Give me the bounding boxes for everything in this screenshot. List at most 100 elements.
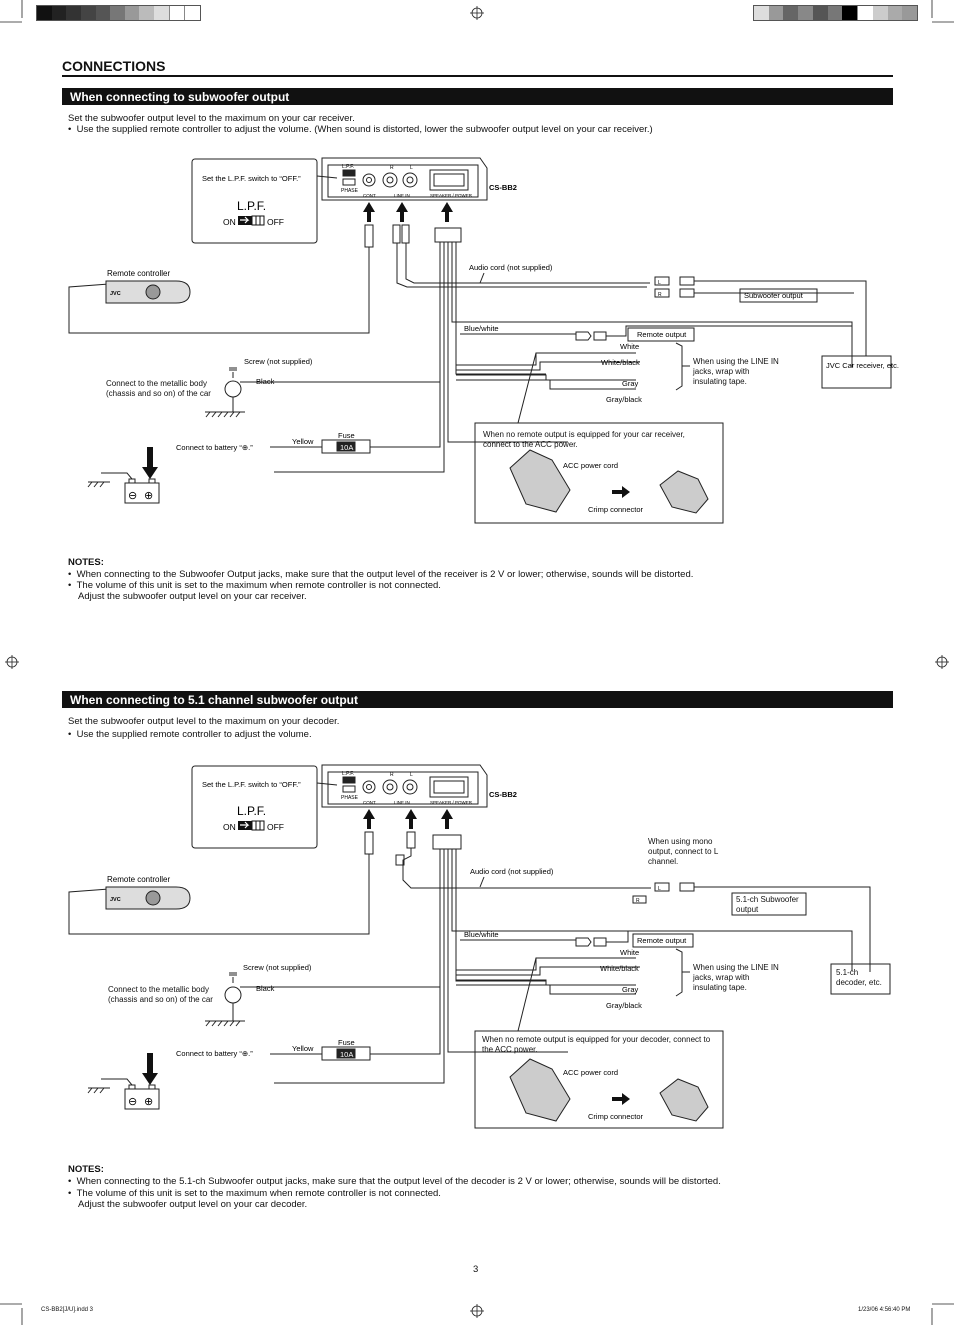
svg-text:White/black: White/black — [601, 358, 640, 367]
down-arrow-icon — [142, 1053, 158, 1085]
line-in-note: When using the LINE IN jacks, wrap with … — [693, 357, 779, 386]
svg-text:PHASE: PHASE — [341, 795, 359, 801]
svg-text:White/black: White/black — [600, 964, 639, 973]
color-bar-left — [36, 5, 201, 21]
svg-text:ON: ON — [223, 822, 236, 832]
title-rule — [62, 75, 893, 77]
svg-text:L: L — [658, 280, 661, 286]
line-in-note: When using the LINE IN jacks, wrap with … — [693, 963, 779, 992]
note-item: Adjust the subwoofer output level on you… — [78, 1199, 308, 1210]
svg-text:Crimp connector: Crimp connector — [588, 1112, 644, 1121]
svg-text:Gray: Gray — [622, 379, 639, 388]
svg-text:Remote controller: Remote controller — [107, 875, 170, 884]
svg-text:Set the L.P.F. switch to “OFF.: Set the L.P.F. switch to “OFF.” — [202, 780, 301, 789]
svg-text:⊖: ⊖ — [128, 1096, 137, 1108]
color-bar-right — [753, 5, 918, 21]
svg-text:R: R — [390, 772, 394, 778]
svg-text:Fuse: Fuse — [338, 1038, 355, 1047]
svg-text:ACC power cord: ACC power cord — [563, 461, 618, 470]
svg-text:L.P.F.: L.P.F. — [342, 771, 354, 777]
svg-text:R: R — [636, 898, 640, 904]
svg-text:L: L — [410, 165, 413, 171]
svg-text:10A: 10A — [340, 443, 353, 452]
section-bullet: • Use the supplied remote controller to … — [68, 729, 312, 740]
section-intro: Set the subwoofer output level to the ma… — [68, 716, 340, 727]
svg-text:Yellow: Yellow — [292, 437, 314, 446]
svg-text:Gray/black: Gray/black — [606, 395, 642, 404]
svg-text:Subwoofer output: Subwoofer output — [744, 291, 804, 300]
svg-text:LINE IN: LINE IN — [394, 800, 410, 805]
svg-text:CS-BB2: CS-BB2 — [489, 790, 517, 799]
svg-text:PHASE: PHASE — [341, 188, 359, 194]
remote-controller-icon: JVC — [105, 886, 191, 910]
wiring-diagram: Set the L.P.F. switch to “OFF.” L.P.F. O… — [68, 157, 899, 524]
svg-text:L.P.F.: L.P.F. — [237, 804, 266, 818]
subwoofer-output-label: 5.1-ch Subwoofer output — [736, 895, 799, 914]
svg-text:L: L — [410, 772, 413, 778]
svg-text:L: L — [658, 886, 661, 892]
note-item: • The volume of this unit is set to the … — [68, 1188, 441, 1199]
svg-text:White: White — [620, 948, 639, 957]
registration-mark-icon — [5, 6, 949, 1318]
receiver-label: 5.1-ch decoder, etc. — [836, 968, 882, 987]
model-label: CS-BB2 — [489, 183, 517, 192]
svg-text:Remote output: Remote output — [637, 330, 687, 339]
svg-text:Gray/black: Gray/black — [606, 1001, 642, 1010]
svg-text:OFF: OFF — [267, 217, 284, 227]
svg-text:Gray: Gray — [622, 985, 639, 994]
svg-text:L.P.F.: L.P.F. — [342, 164, 354, 170]
svg-text:SPEAKER / POWER: SPEAKER / POWER — [430, 800, 473, 805]
svg-text:LINE IN: LINE IN — [394, 193, 410, 198]
notes-title: NOTES: — [68, 557, 104, 568]
unit-panel — [321, 157, 488, 201]
crimp-connector-illustration — [509, 1058, 709, 1122]
crimp-connector-illustration — [509, 449, 709, 514]
svg-text:Crimp connector: Crimp connector — [588, 505, 644, 514]
right-arrow-icon — [612, 1093, 630, 1105]
svg-text:10A: 10A — [340, 1050, 353, 1059]
section-bullet: • Use the supplied remote controller to … — [68, 124, 653, 135]
lpf-note: Set the L.P.F. switch to “OFF.” — [202, 174, 301, 183]
svg-text:CONT.: CONT. — [363, 193, 377, 198]
svg-text:Fuse: Fuse — [338, 431, 355, 440]
page-number: 3 — [473, 1264, 479, 1275]
down-arrow-icon — [142, 447, 158, 479]
svg-text:Yellow: Yellow — [292, 1044, 314, 1053]
svg-text:JVC Car receiver, etc.: JVC Car receiver, etc. — [826, 361, 899, 370]
note-item: • When connecting to the Subwoofer Outpu… — [68, 569, 694, 580]
svg-text:White: White — [620, 342, 639, 351]
svg-text:Connect to battery “⊕.”: Connect to battery “⊕.” — [176, 443, 253, 452]
footer-timestamp: 1/23/06 4:56:40 PM — [858, 1307, 911, 1313]
svg-text:SPEAKER / POWER: SPEAKER / POWER — [430, 193, 473, 198]
svg-text:R: R — [658, 292, 662, 298]
svg-text:Remote output: Remote output — [637, 936, 687, 945]
acc-note: When no remote output is equipped for yo… — [483, 430, 685, 449]
metal-body-note: Connect to the metallic body (chassis an… — [108, 985, 213, 1004]
svg-text:JVC: JVC — [110, 897, 121, 903]
section-intro: Set the subwoofer output level to the ma… — [68, 113, 355, 124]
lpf-title: L.P.F. — [237, 199, 266, 213]
svg-text:ACC power cord: ACC power cord — [563, 1068, 618, 1077]
note-item: Adjust the subwoofer output level on you… — [78, 591, 307, 602]
svg-text:Black: Black — [256, 984, 275, 993]
acc-note: When no remote output is equipped for yo… — [482, 1035, 711, 1054]
note-item: • When connecting to the 5.1-ch Subwoofe… — [68, 1176, 721, 1187]
svg-text:Audio cord (not supplied): Audio cord (not supplied) — [470, 867, 554, 876]
svg-text:JVC: JVC — [110, 291, 121, 297]
svg-text:⊕: ⊕ — [144, 1096, 153, 1108]
section-heading: When connecting to 5.1 channel subwoofer… — [62, 691, 893, 708]
svg-text:Audio cord (not supplied): Audio cord (not supplied) — [469, 263, 553, 272]
section-heading: When connecting to subwoofer output — [62, 88, 893, 105]
wiring-diagram: Set the L.P.F. switch to “OFF.” L.P.F. O… — [68, 764, 891, 1129]
metal-body-note: Connect to the metallic body (chassis an… — [106, 379, 211, 398]
svg-text:Black: Black — [256, 377, 275, 386]
svg-text:R: R — [390, 165, 394, 171]
svg-text:OFF: OFF — [267, 822, 284, 832]
svg-text:Connect to battery “⊕.”: Connect to battery “⊕.” — [176, 1049, 253, 1058]
svg-text:⊕: ⊕ — [144, 490, 153, 502]
svg-text:Remote controller: Remote controller — [107, 269, 170, 278]
svg-text:CONT.: CONT. — [363, 800, 377, 805]
svg-text:Blue/white: Blue/white — [464, 930, 499, 939]
svg-text:Screw (not supplied): Screw (not supplied) — [243, 963, 312, 972]
